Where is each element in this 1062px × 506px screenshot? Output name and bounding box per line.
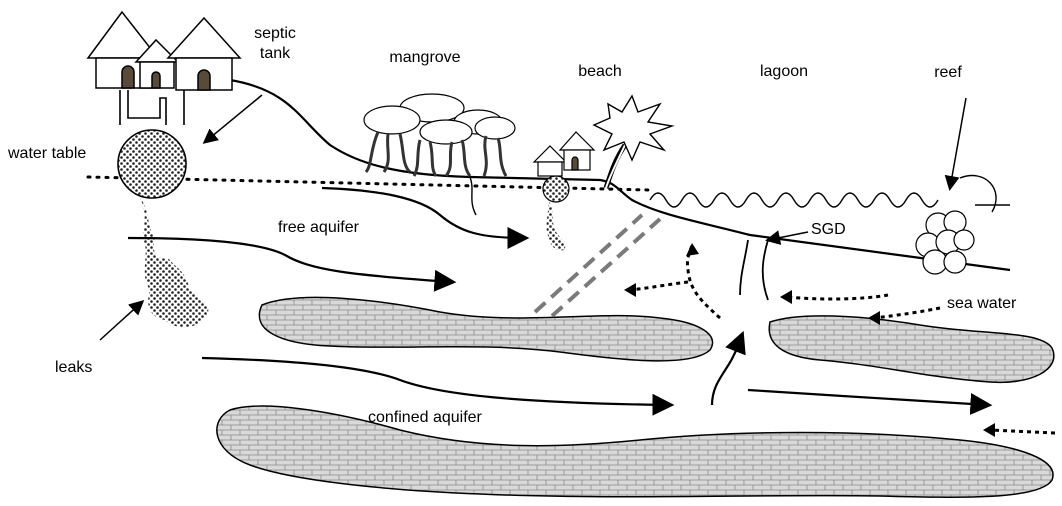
dotted-arrow-branch-up <box>687 245 720 318</box>
label-confined-aquifer: confined aquifer <box>368 409 483 426</box>
label-septic-line2: tank <box>260 45 291 62</box>
septic-tank <box>118 130 186 198</box>
beach-septic-tank <box>543 176 569 202</box>
label-free-aquifer: free aquifer <box>278 219 360 236</box>
label-water-table: water table <box>7 145 86 162</box>
label-leaks: leaks <box>55 359 92 376</box>
pointer-sgd <box>768 232 808 240</box>
flow-arrow-upwelling <box>712 335 742 405</box>
dotted-arrow-sea-lower <box>874 308 940 318</box>
dotted-arrow-branch-left <box>630 282 688 290</box>
pointer-reef <box>950 98 966 188</box>
sea-surface <box>650 193 938 207</box>
label-sgd: SGD <box>811 221 846 238</box>
mangrove-tree-icon <box>364 94 515 215</box>
arrow-icon <box>624 283 636 297</box>
label-mangrove: mangrove <box>389 49 460 66</box>
palm-tree-icon <box>594 96 672 188</box>
label-beach: beach <box>578 63 622 80</box>
beach-leak-plume <box>547 200 566 250</box>
impermeable-layer-upper-left <box>259 297 712 360</box>
label-sea-water: sea water <box>947 295 1017 312</box>
arrow-icon <box>780 290 792 304</box>
impermeable-layer-lower <box>217 406 1053 497</box>
flow-arrow-right <box>748 390 988 405</box>
label-lagoon: lagoon <box>760 63 808 80</box>
label-reef: reef <box>934 64 962 81</box>
ground-surface <box>230 80 1010 270</box>
arrow-icon <box>686 243 699 256</box>
house-icon <box>534 132 594 176</box>
arrow-icon <box>983 423 995 437</box>
coral-icon <box>916 211 974 274</box>
pointer-leaks <box>100 302 142 340</box>
flow-arrow-lower <box>202 358 670 405</box>
sgd-channel <box>740 240 768 300</box>
dotted-arrow-sea-upper <box>786 295 888 299</box>
label-septic-line1: septic <box>254 25 296 42</box>
leak-plume <box>140 198 208 327</box>
reef-wave-icon <box>960 176 1010 212</box>
dotted-arrow-deep <box>990 430 1055 433</box>
pointer-septic-tank <box>205 95 262 142</box>
impermeable-layer-upper-right <box>769 316 1054 383</box>
house-icon <box>168 18 240 90</box>
septic-pipe <box>120 90 184 125</box>
